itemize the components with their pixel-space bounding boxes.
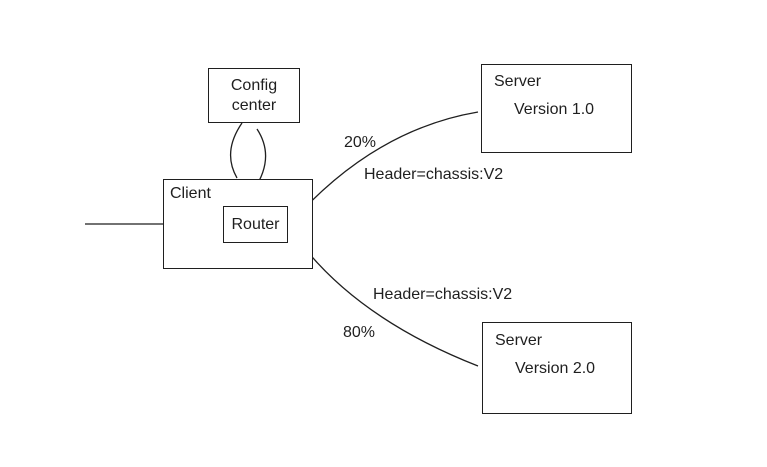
server-v1-version: Version 1.0 (514, 101, 595, 118)
route-v1-condition-label: Header=chassis:V2 (364, 166, 504, 183)
router-label: Router (231, 216, 280, 233)
route-v2-condition-label: Header=chassis:V2 (373, 286, 513, 303)
config-to-client-arrow (230, 122, 243, 179)
server-v1-node: Server Version 1.0 (481, 64, 632, 153)
server-v2-title: Server (495, 332, 543, 349)
router-node: Router (223, 206, 288, 243)
server-v1-title: Server (494, 73, 542, 90)
config-center-label-line1: Config (230, 76, 278, 94)
server-v2-node: Server Version 2.0 (482, 322, 632, 414)
config-center-node: Config center (208, 68, 300, 123)
server-v2-version: Version 2.0 (515, 360, 596, 377)
route-v1-weight-label: 20% (344, 134, 377, 151)
route-v2-weight-label: 80% (343, 324, 376, 341)
client-label: Client (170, 185, 211, 202)
config-center-label-line2: center (231, 96, 277, 114)
